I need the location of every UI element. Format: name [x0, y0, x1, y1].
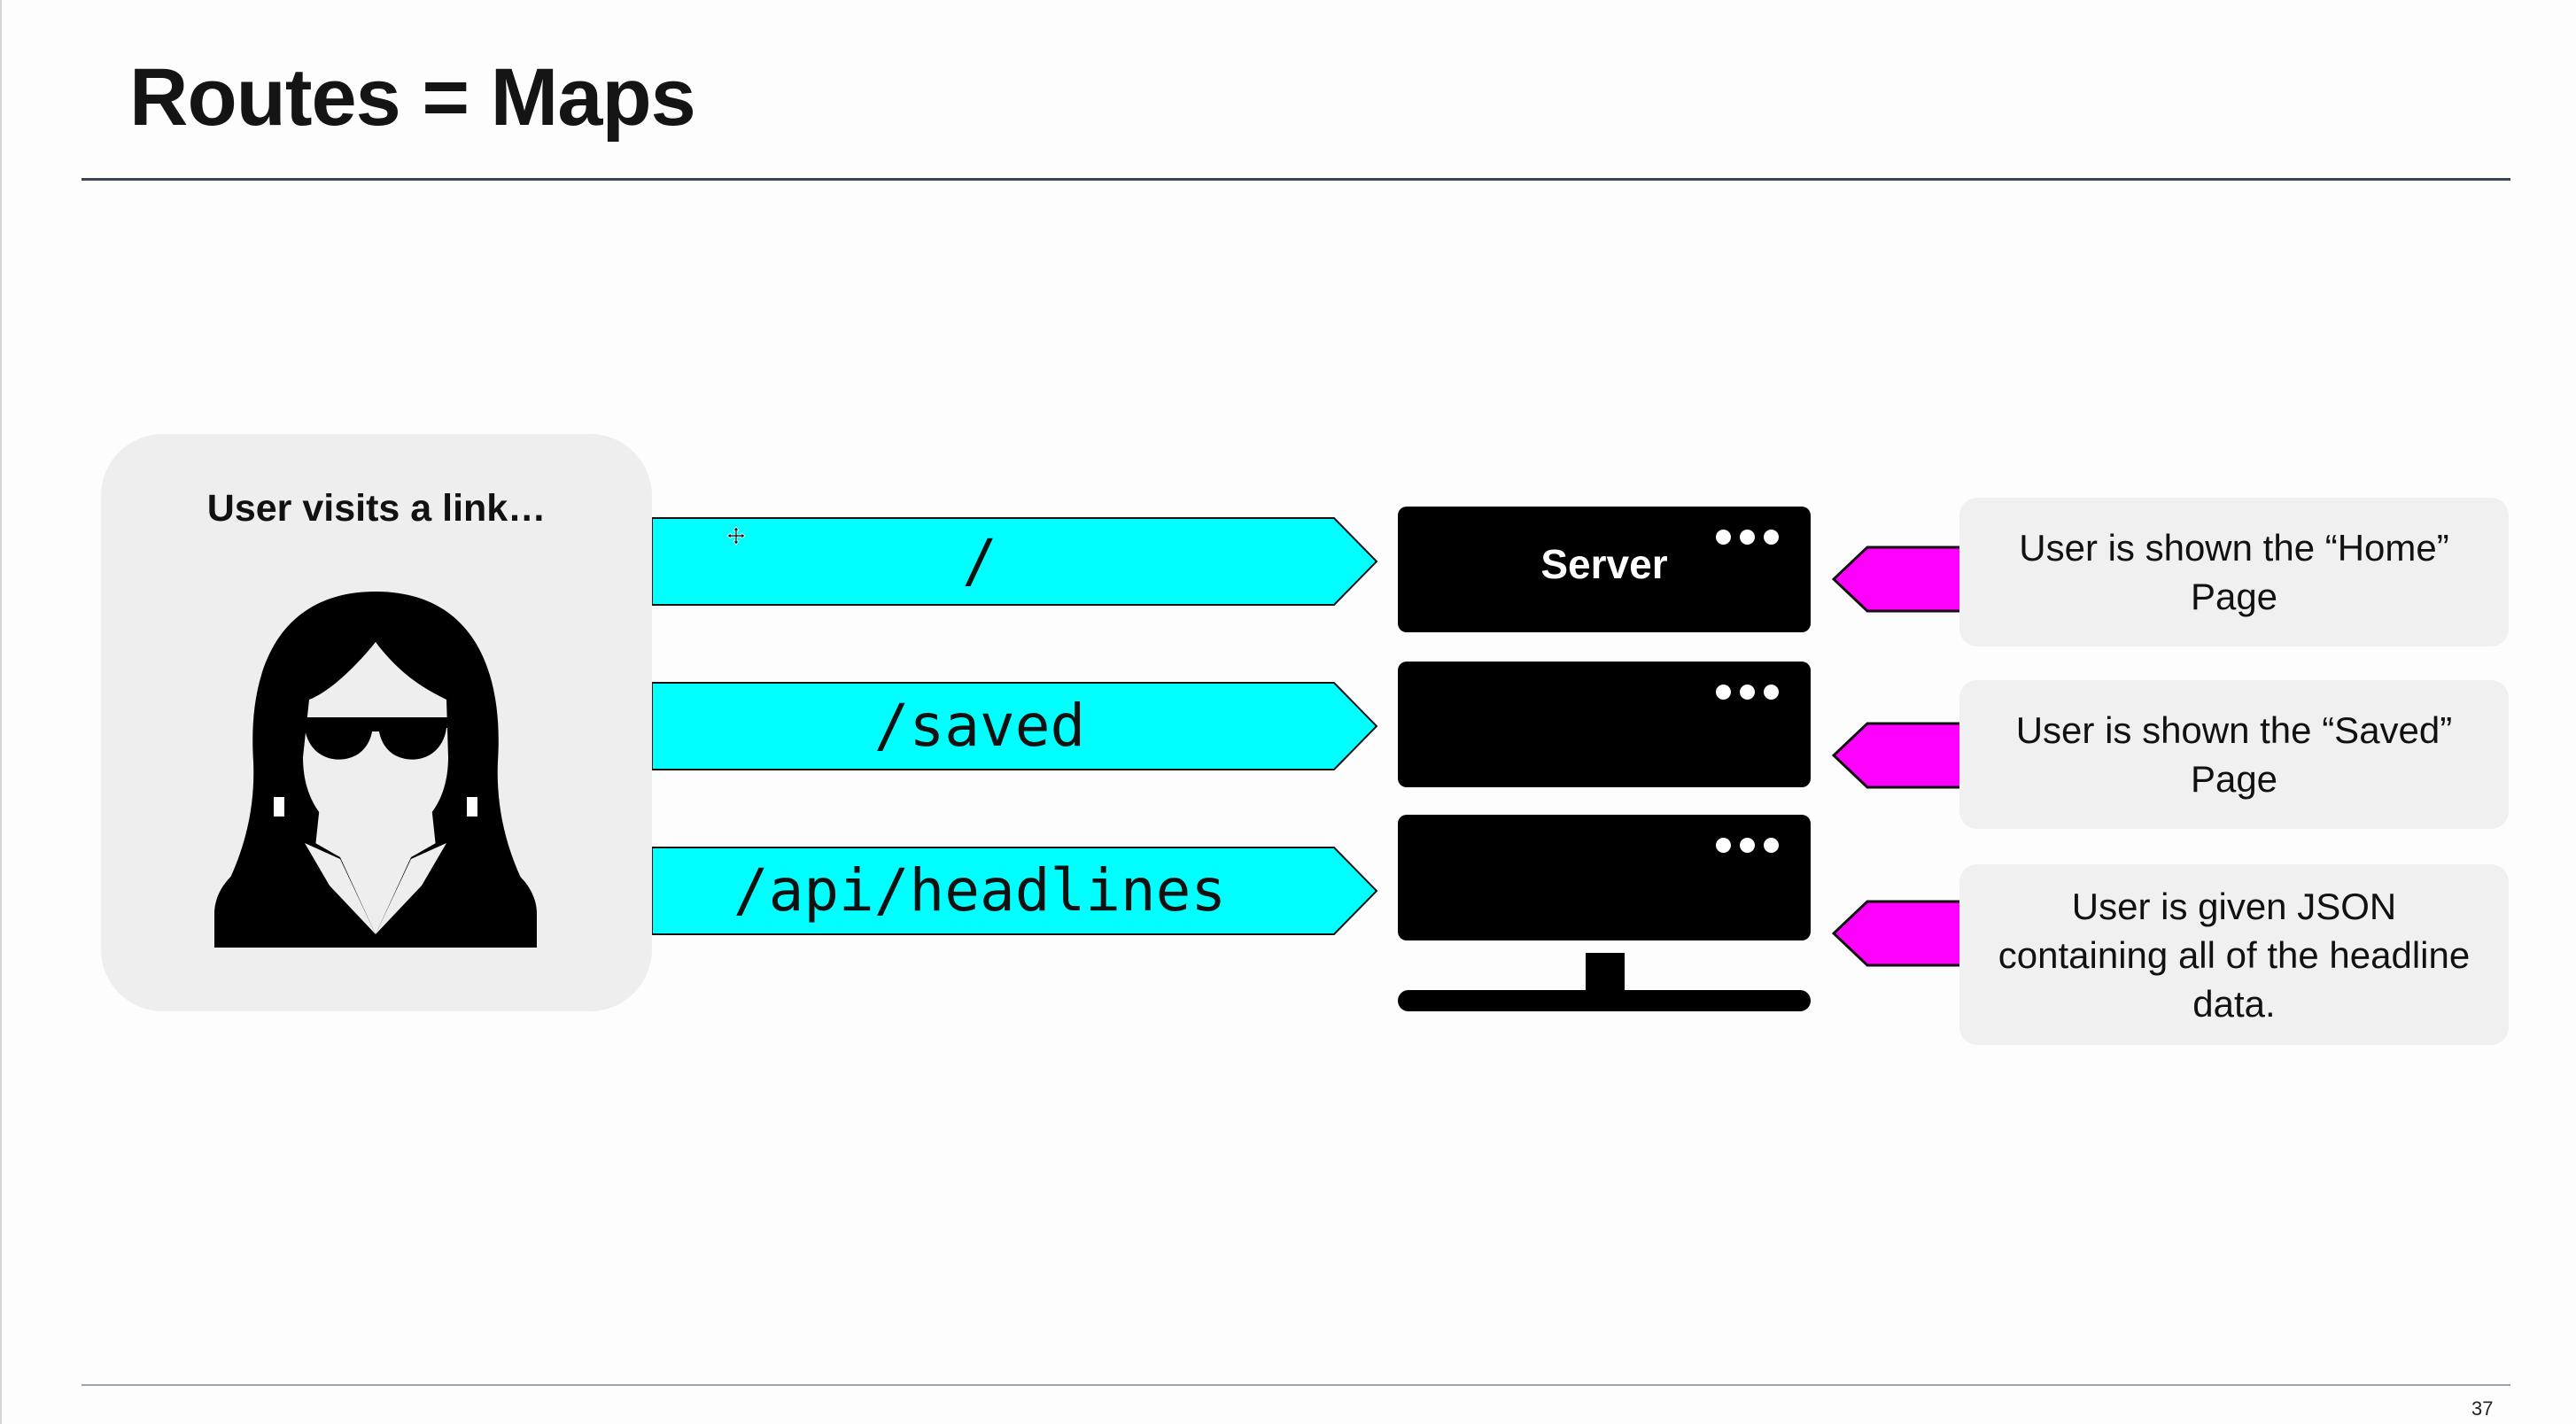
person-with-sunglasses-icon	[198, 558, 553, 952]
slide-title: Routes = Maps	[129, 52, 696, 143]
user-card-caption: User visits a link…	[206, 487, 547, 530]
server-unit	[1398, 815, 1811, 940]
result-box-json: User is given JSON containing all of the…	[1959, 864, 2509, 1045]
server-label: Server	[1540, 541, 1668, 587]
user-card: User visits a link…	[101, 434, 652, 1011]
move-cursor-icon	[726, 526, 746, 550]
footer-divider	[81, 1384, 2510, 1386]
server-status-dots	[1716, 838, 1779, 853]
server-rack-icon: Server	[1398, 507, 1811, 632]
route-arrow-saved: /saved	[652, 682, 1378, 770]
result-text-home: User is shown the “Home” Page	[2019, 527, 2449, 617]
slide-left-edge	[0, 0, 2, 1424]
server-stand-neck	[1586, 953, 1625, 992]
title-divider	[81, 178, 2510, 181]
page-number: 37	[2471, 1397, 2494, 1420]
result-text-json: User is given JSON containing all of the…	[1998, 885, 2471, 1025]
route-arrow-root: /	[652, 517, 1378, 606]
route-label-saved: /saved	[873, 692, 1086, 760]
server-status-dots	[1716, 530, 1779, 545]
result-box-home: User is shown the “Home” Page	[1959, 498, 2509, 646]
route-label-api-headlines: /api/headlines	[733, 856, 1227, 925]
server-unit	[1398, 662, 1811, 787]
result-box-saved: User is shown the “Saved” Page	[1959, 680, 2509, 829]
server-stand-base	[1398, 990, 1811, 1011]
route-label-root: /	[962, 527, 997, 595]
result-text-saved: User is shown the “Saved” Page	[2015, 709, 2453, 800]
route-arrow-api-headlines: /api/headlines	[652, 847, 1378, 935]
server-status-dots	[1716, 685, 1779, 700]
